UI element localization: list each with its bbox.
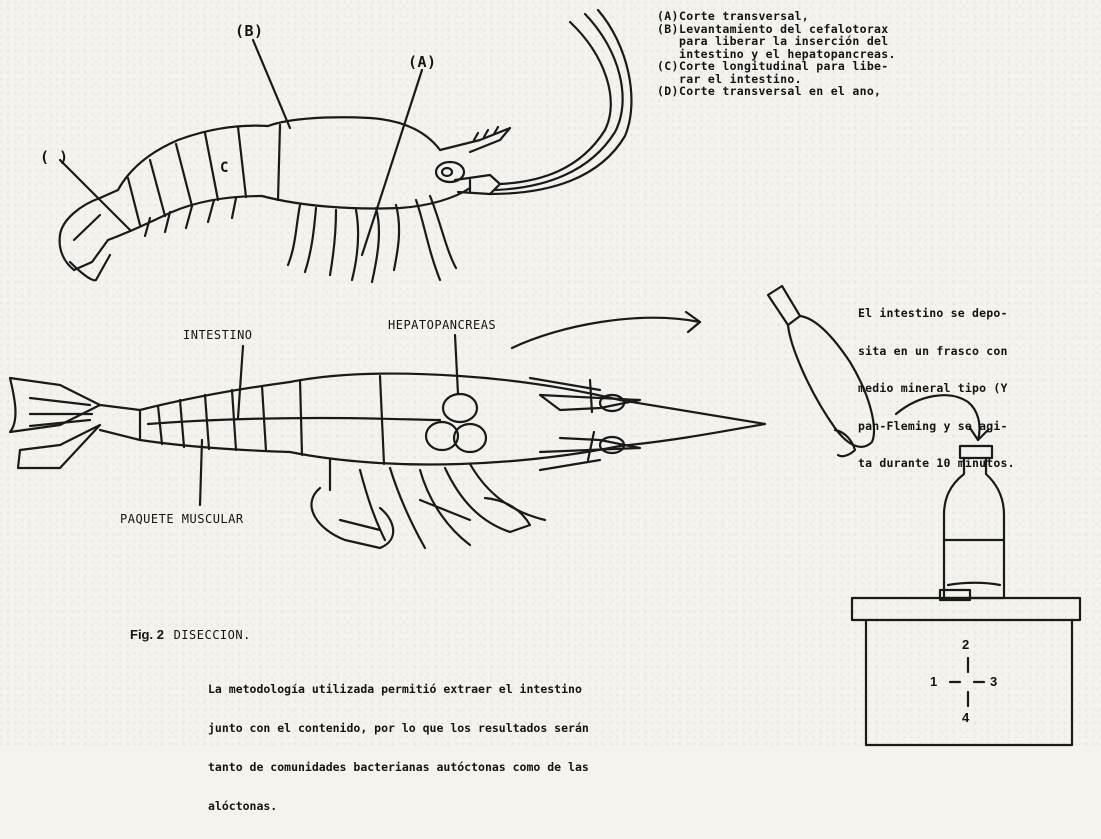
note-line: sita en un frasco con [858, 345, 1098, 358]
caption-line: alóctonas. [208, 800, 668, 813]
legend-item-a: (A) Corte transversal, [657, 10, 1087, 23]
note-line: pan-Fleming y se agi- [858, 420, 1098, 433]
shrimp-lateral-drawing [60, 10, 632, 282]
label-d: ( ) [40, 148, 69, 166]
legend-text: Corte transversal, [679, 10, 809, 23]
label-c: C [220, 160, 229, 176]
note-line: medio mineral tipo (Y [858, 382, 1098, 395]
figure-title: DISECCION. [174, 628, 251, 642]
shaker-position-left: 1 [930, 674, 937, 689]
note-line: El intestino se depo- [858, 307, 1098, 320]
note-line: ta durante 10 minutos. [858, 457, 1098, 470]
shaker-position-top: 2 [962, 637, 969, 652]
figure-caption: La metodología utilizada permitió extrae… [208, 657, 668, 839]
figure-number: Fig. 2 [130, 627, 164, 642]
procedure-note: El intestino se depo- sita en un frasco … [858, 282, 1098, 495]
figure-heading: Fig. 2 DISECCION. [130, 627, 251, 642]
legend-item-c: (C) Corte longitudinal para libe- [657, 60, 1087, 73]
label-a: (A) [408, 53, 437, 71]
label-paquete-muscular: PAQUETE MUSCULAR [120, 512, 244, 526]
caption-line: junto con el contenido, por lo que los r… [208, 722, 668, 735]
shaker-position-bottom: 4 [962, 710, 969, 725]
legend-item-d: (D) Corte transversal en el ano, [657, 85, 1087, 98]
label-hepatopancreas: HEPATOPANCREAS [388, 318, 496, 332]
legend-key: (A) [657, 10, 679, 23]
legend-key: (D) [657, 85, 679, 98]
label-intestino: INTESTINO [183, 328, 253, 342]
legend-text: Corte transversal en el ano, [679, 85, 881, 98]
legend-key: (B) [657, 23, 679, 36]
legend-text: para liberar la inserción del [679, 35, 888, 48]
legend-key: (C) [657, 60, 679, 73]
shaker-position-right: 3 [990, 674, 997, 689]
legend-text: Corte longitudinal para libe- [679, 60, 888, 73]
caption-line: La metodología utilizada permitió extrae… [208, 683, 668, 696]
page: (B) (A) ( ) C INTESTINO HEPATOPANCREAS P… [0, 0, 1101, 748]
caption-line: tanto de comunidades bacterianas autócto… [208, 761, 668, 774]
label-b: (B) [235, 22, 264, 40]
dissection-legend: (A) Corte transversal, (B) Levantamiento… [657, 10, 1087, 98]
